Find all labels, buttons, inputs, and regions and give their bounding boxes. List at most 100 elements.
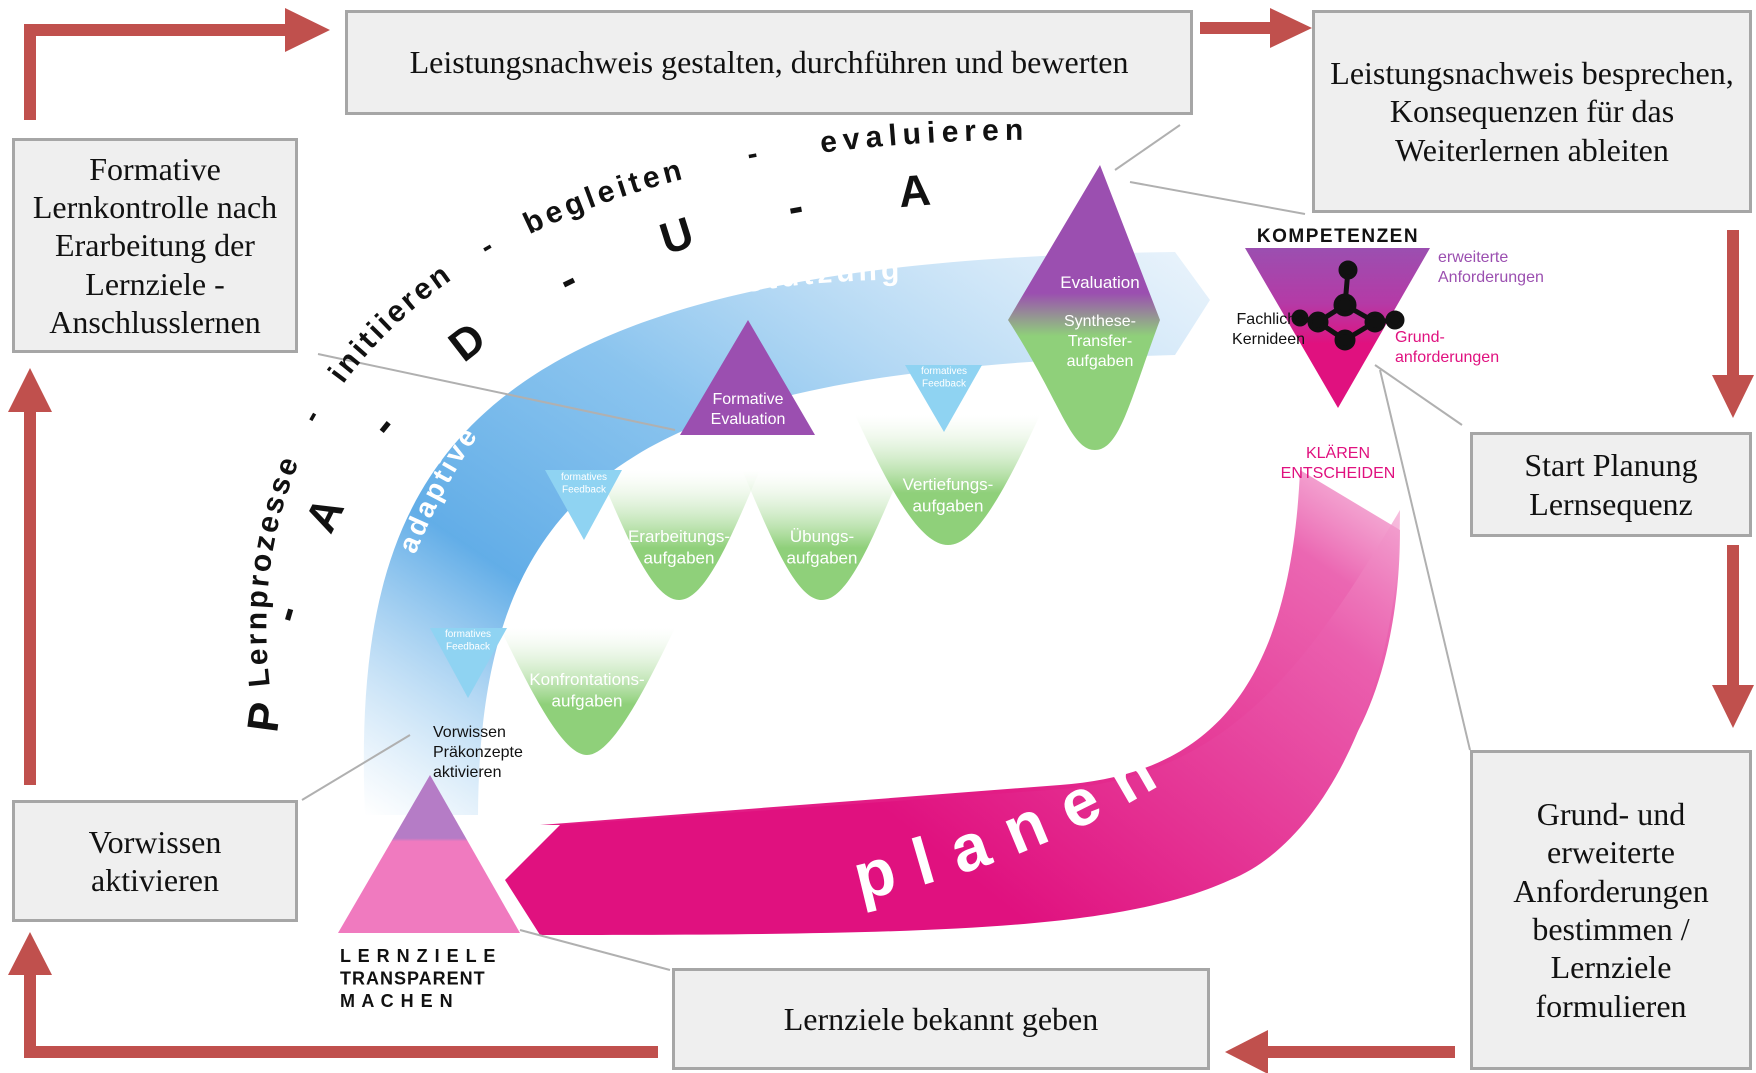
box-formative-lernkontrolle-text: Formative Lernkontrolle nach Erarbeitung…: [32, 150, 278, 341]
label-feedback-3-line: formatives: [921, 366, 967, 377]
bowl-vertiefung: [855, 415, 1040, 545]
word-dash-2: -: [474, 230, 499, 264]
label-vertiefung-line: aufgaben: [913, 496, 984, 515]
label-konfrontation-line: Konfrontations-: [529, 670, 644, 689]
connector-5: [1379, 369, 1471, 751]
label-vorwissen-line: aktivieren: [433, 764, 501, 781]
task-labels: Konfrontations-aufgaben Erarbeitungs-auf…: [445, 273, 1140, 710]
label-vorwissen-line: Präkonzepte: [433, 744, 523, 761]
arrowhead-left-up-2: [8, 368, 52, 412]
arrowhead-top-left: [285, 8, 330, 52]
label-evaluation: Evaluation: [1060, 273, 1139, 292]
task-shapes: [338, 165, 1430, 933]
arrowhead-top-right: [1270, 8, 1312, 48]
padua-u: U: [654, 208, 699, 264]
label-fachliche-line: Kernideen: [1232, 331, 1305, 348]
label-lernziele-line: M A C H E N: [340, 991, 454, 1011]
box-anforderungen-bestimmen: Grund- und erweiterte Anforderungen best…: [1470, 750, 1752, 1070]
box-leistungsnachweis-besprechen: Leistungsnachweis besprechen, Konsequenz…: [1312, 10, 1752, 213]
arrow-left-up-to-top: [24, 24, 290, 120]
label-synthese-line: aufgaben: [1067, 353, 1134, 370]
planen-band-main: [505, 510, 1400, 935]
arrowhead-right-down-2: [1712, 685, 1754, 728]
padua-dash-4: -: [784, 182, 807, 233]
word-dash-1: -: [294, 404, 328, 429]
label-feedback-1-line: Feedback: [446, 642, 491, 653]
label-erarbeitung-line: aufgaben: [644, 548, 715, 567]
box-leistungsnachweis-gestalten-text: Leistungsnachweis gestalten, durchführen…: [409, 44, 1129, 81]
arrowhead-right-down-1: [1712, 375, 1754, 418]
padua-dash-2: -: [359, 404, 406, 446]
box-anforderungen-bestimmen-text: Grund- und erweiterte Anforderungen best…: [1513, 795, 1709, 1024]
padua-dash-3: -: [550, 254, 585, 304]
label-grund-line: anforderungen: [1395, 349, 1499, 366]
label-formative-evaluation-line: Evaluation: [711, 411, 786, 428]
padua-p: P: [238, 700, 290, 735]
label-konfrontation-line: aufgaben: [552, 691, 623, 710]
label-feedback-2-line: Feedback: [562, 485, 607, 496]
label-erarbeitung: Erarbeitungs-aufgaben: [628, 527, 730, 567]
box-lernziele-bekannt-geben: Lernziele bekannt geben: [672, 968, 1210, 1070]
label-synthese-line: Synthese-: [1064, 313, 1136, 330]
label-vorwissen-line: Vorwissen: [433, 724, 506, 741]
label-feedback-2-line: formatives: [561, 472, 607, 483]
bowl-uebung: [742, 470, 902, 600]
competence-triangle: [1245, 248, 1430, 408]
connector-6: [301, 734, 411, 801]
padua-a-1: A: [296, 490, 354, 540]
label-synthese-line: Transfer-: [1068, 333, 1132, 350]
bowl-konfrontation: [500, 628, 675, 755]
formative-evaluation-triangle: [680, 320, 815, 435]
box-vorwissen-aktivieren: Vorwissen aktivieren: [12, 800, 298, 922]
connector-3: [1129, 181, 1306, 215]
box-leistungsnachweis-besprechen-text: Leistungsnachweis besprechen, Konsequenz…: [1330, 54, 1734, 168]
label-feedback-1-line: formatives: [445, 629, 491, 640]
label-vertiefung: Vertiefungs-aufgaben: [903, 475, 994, 515]
competence-title: KOMPETENZEN: [1257, 226, 1419, 247]
feedback-triangle-1: [430, 628, 507, 698]
label-erweiterte-line: Anforderungen: [1438, 269, 1544, 286]
label-grund-line: Grund-: [1395, 329, 1445, 346]
padua-d: D: [440, 313, 495, 371]
box-lernziele-bekannt-geben-text: Lernziele bekannt geben: [783, 1000, 1099, 1037]
label-vertiefung-line: Vertiefungs-: [903, 475, 994, 494]
box-formative-lernkontrolle: Formative Lernkontrolle nach Erarbeitung…: [12, 138, 298, 353]
network-icon: [1291, 260, 1405, 351]
label-uebung-line: Übungs-: [790, 527, 854, 546]
connector-1: [317, 353, 676, 431]
label-feedback-3-line: Feedback: [922, 379, 967, 390]
evaluation-diamond: [1008, 165, 1160, 450]
label-erweiterte-line: erweiterte: [1438, 249, 1508, 266]
label-evaluation-line: Evaluation: [1060, 273, 1139, 292]
box-leistungsnachweis-gestalten: Leistungsnachweis gestalten, durchführen…: [345, 10, 1193, 115]
arrowhead-left-up-1: [8, 932, 52, 975]
label-uebung: Übungs-aufgaben: [787, 527, 858, 567]
label-lernziele-line: L E R N Z I E L E: [340, 946, 496, 966]
connector-7: [519, 929, 671, 971]
feedback-triangle-2: [545, 470, 622, 540]
connector-2: [1114, 124, 1181, 171]
box-start-planung-text: Start Planung Lernsequenz: [1524, 447, 1698, 522]
padua-a-2: A: [897, 166, 933, 218]
word-dash-3: -: [744, 137, 760, 171]
label-erarbeitung-line: Erarbeitungs-: [628, 527, 730, 546]
connector-lines: [301, 124, 1471, 971]
feedback-triangle-3: [905, 365, 982, 432]
connector-4: [1374, 364, 1463, 426]
lernziele-pyramid: [338, 775, 520, 933]
word-lernprozesse: Lernprozesse: [240, 450, 306, 689]
box-vorwissen-aktivieren-text: Vorwissen aktivieren: [88, 823, 222, 898]
label-uebung-line: aufgaben: [787, 548, 858, 567]
arrowhead-bottom-left: [1225, 1030, 1268, 1073]
cycle-arrows: [8, 8, 1754, 1073]
